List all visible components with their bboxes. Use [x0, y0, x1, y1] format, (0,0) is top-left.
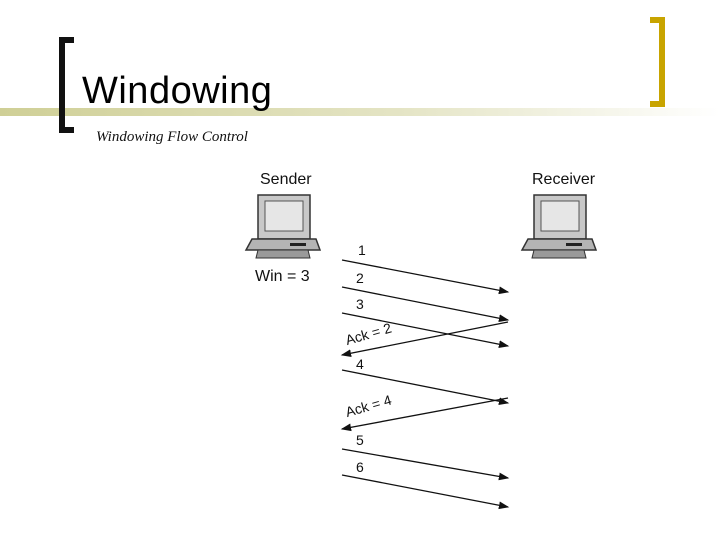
- right-bracket-icon: [650, 17, 665, 107]
- message-label-6: 6: [356, 459, 364, 475]
- receiver-label: Receiver: [532, 171, 596, 188]
- message-arrow-4: [341, 369, 510, 406]
- message-arrow-6: [341, 474, 510, 510]
- message-label-5: 5: [356, 432, 364, 448]
- window-size-label: Win = 3: [255, 268, 310, 285]
- slide-title: Windowing: [82, 70, 273, 112]
- title-underline-bar: [0, 108, 720, 116]
- message-arrow-5: [341, 448, 510, 481]
- message-label-1: 1: [358, 242, 366, 258]
- message-label-2: 2: [356, 270, 364, 286]
- ack-arrow-4: [340, 397, 509, 432]
- ack-arrow-2: [340, 321, 509, 358]
- message-arrow-1: [341, 259, 510, 295]
- sender-label: Sender: [260, 171, 312, 188]
- receiver-computer-icon: [520, 194, 598, 259]
- message-label-4: 4: [356, 356, 364, 372]
- message-label-3: 3: [356, 296, 364, 312]
- diagram-subtitle: Windowing Flow Control: [96, 129, 248, 145]
- message-arrow-2: [341, 286, 510, 323]
- message-arrow-3: [341, 312, 510, 349]
- sender-computer-icon: [244, 194, 322, 259]
- left-bracket-icon: [59, 37, 74, 133]
